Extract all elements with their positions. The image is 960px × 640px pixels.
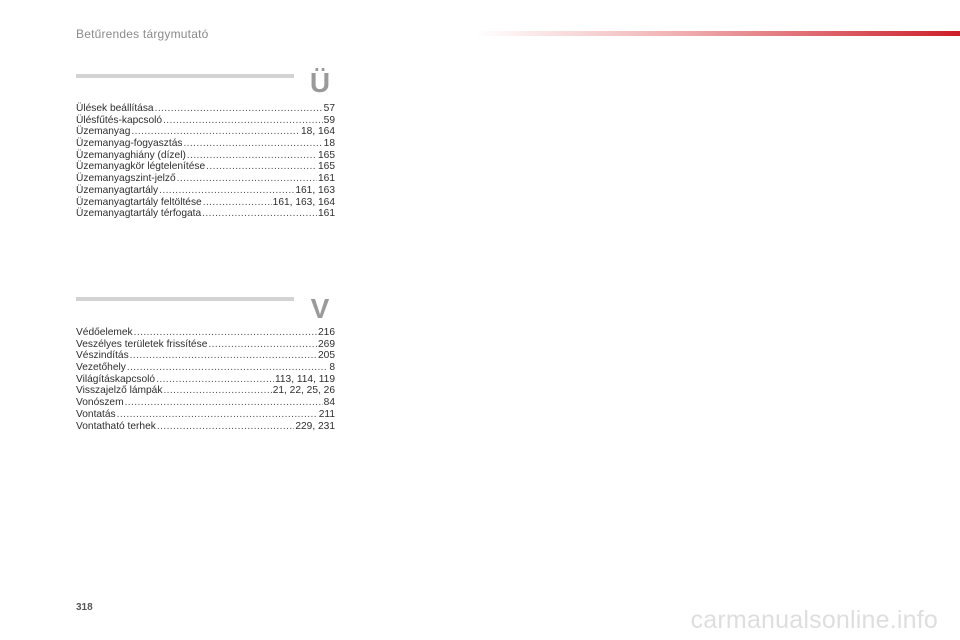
index-pages: 211 bbox=[318, 408, 335, 420]
index-entry[interactable]: Veszélyes területek frissítése 269 bbox=[76, 339, 335, 351]
dot-leader bbox=[117, 409, 318, 421]
index-entry[interactable]: Vezetőhely 8 bbox=[76, 362, 335, 374]
index-term: Vontatható terhek bbox=[76, 420, 156, 432]
index-term: Világításkapcsoló bbox=[76, 373, 156, 385]
index-entry[interactable]: Üzemanyagszint-jelző 161 bbox=[76, 173, 335, 185]
index-pages: 113, 114, 119 bbox=[274, 373, 335, 385]
dot-leader bbox=[131, 126, 300, 138]
index-term: Vontatás bbox=[76, 408, 116, 420]
index-term: Üzemanyag-fogyasztás bbox=[76, 138, 183, 150]
index-term: Vezetőhely bbox=[76, 362, 126, 374]
index-pages: 165 bbox=[318, 149, 335, 161]
index-pages: 8 bbox=[329, 362, 335, 374]
index-entry[interactable]: Üzemanyagtartály 161, 163 bbox=[76, 185, 335, 197]
index-term: Üzemanyagtartály térfogata bbox=[76, 208, 202, 220]
dot-leader bbox=[130, 350, 317, 362]
index-term: Üzemanyagszint-jelző bbox=[76, 173, 176, 185]
index-entry[interactable]: Üzemanyaghiány (dízel) 165 bbox=[76, 150, 335, 162]
dot-leader bbox=[177, 173, 317, 185]
index-term: Vészindítás bbox=[76, 350, 129, 362]
dot-leader bbox=[187, 150, 317, 162]
index-pages: 161, 163 bbox=[295, 184, 335, 196]
index-pages: 205 bbox=[318, 350, 335, 362]
dot-leader bbox=[183, 138, 322, 150]
section-u-entries: Ülések beállítása 57 Ülésfűtés-kapcsoló 59… bbox=[76, 103, 335, 220]
index-pages: 269 bbox=[318, 338, 335, 350]
index-term: Üzemanyag bbox=[76, 126, 131, 138]
dot-leader bbox=[206, 161, 317, 173]
index-term: Üzemanyagkör légtelenítése bbox=[76, 161, 206, 173]
index-pages: 18 bbox=[323, 138, 335, 150]
index-entry[interactable]: Vontatás 211 bbox=[76, 409, 335, 421]
section-v-rule bbox=[76, 297, 294, 301]
index-pages: 59 bbox=[323, 114, 335, 126]
dot-leader bbox=[159, 185, 294, 197]
index-pages: 161, 163, 164 bbox=[272, 196, 335, 208]
index-pages: 165 bbox=[318, 161, 335, 173]
index-entry[interactable]: Üzemanyag-fogyasztás 18 bbox=[76, 138, 335, 150]
index-entry[interactable]: Vontatható terhek 229, 231 bbox=[76, 421, 335, 433]
index-entry[interactable]: Visszajelző lámpák 21, 22, 25, 26 bbox=[76, 385, 335, 397]
site-watermark: carmanualsonline.info bbox=[690, 606, 938, 634]
index-pages: 216 bbox=[318, 327, 335, 338]
index-term: Üzemanyagtartály bbox=[76, 184, 159, 196]
index-term: Üzemanyaghiány (dízel) bbox=[76, 149, 186, 161]
index-entry[interactable]: Vonószem 84 bbox=[76, 397, 335, 409]
index-pages: 161 bbox=[318, 208, 335, 220]
dot-leader bbox=[125, 397, 323, 409]
index-entry[interactable]: Üzemanyag 18, 164 bbox=[76, 126, 335, 138]
index-pages: 161 bbox=[318, 173, 335, 185]
index-entry[interactable]: Védőelemek 216 bbox=[76, 327, 335, 339]
index-entry[interactable]: Ülések beállítása 57 bbox=[76, 103, 335, 115]
dot-leader bbox=[203, 197, 272, 209]
section-u-rule bbox=[76, 74, 294, 78]
index-pages: 229, 231 bbox=[295, 420, 335, 432]
dot-leader bbox=[127, 362, 328, 374]
index-term: Üzemanyagtartály feltöltése bbox=[76, 196, 202, 208]
index-term: Ülések beállítása bbox=[76, 103, 154, 114]
index-entry[interactable]: Üzemanyagtartály feltöltése 161, 163, 164 bbox=[76, 197, 335, 209]
dot-leader bbox=[134, 327, 317, 339]
index-entry[interactable]: Vészindítás 205 bbox=[76, 350, 335, 362]
index-entry[interactable]: Üzemanyagkör légtelenítése 165 bbox=[76, 161, 335, 173]
dot-leader bbox=[163, 385, 271, 397]
index-pages: 84 bbox=[323, 397, 335, 409]
dot-leader bbox=[202, 208, 317, 220]
index-entry[interactable]: Üzemanyagtartály térfogata 161 bbox=[76, 208, 335, 220]
index-pages: 57 bbox=[323, 103, 335, 114]
section-v-entries: Védőelemek 216 Veszélyes területek frissí… bbox=[76, 327, 335, 432]
index-pages: 18, 164 bbox=[301, 126, 335, 138]
dot-leader bbox=[163, 115, 323, 127]
index-term: Ülésfűtés-kapcsoló bbox=[76, 114, 163, 126]
index-term: Veszélyes területek frissítése bbox=[76, 338, 208, 350]
section-v-letter: V bbox=[310, 293, 330, 324]
page-header-title: Betűrendes tárgymutató bbox=[76, 27, 209, 41]
dot-leader bbox=[156, 374, 274, 386]
section-u-letter: Ü bbox=[309, 67, 331, 98]
index-pages: 21, 22, 25, 26 bbox=[272, 385, 335, 397]
dot-leader bbox=[208, 339, 317, 351]
dot-leader bbox=[157, 421, 294, 433]
index-term: Visszajelző lámpák bbox=[76, 385, 163, 397]
index-entry[interactable]: Ülésfűtés-kapcsoló 59 bbox=[76, 115, 335, 127]
header-accent-bar bbox=[476, 31, 960, 36]
index-term: Védőelemek bbox=[76, 327, 133, 338]
page-number: 318 bbox=[76, 602, 93, 613]
index-entry[interactable]: Világításkapcsoló 113, 114, 119 bbox=[76, 374, 335, 386]
dot-leader bbox=[155, 103, 323, 115]
index-term: Vonószem bbox=[76, 397, 124, 409]
